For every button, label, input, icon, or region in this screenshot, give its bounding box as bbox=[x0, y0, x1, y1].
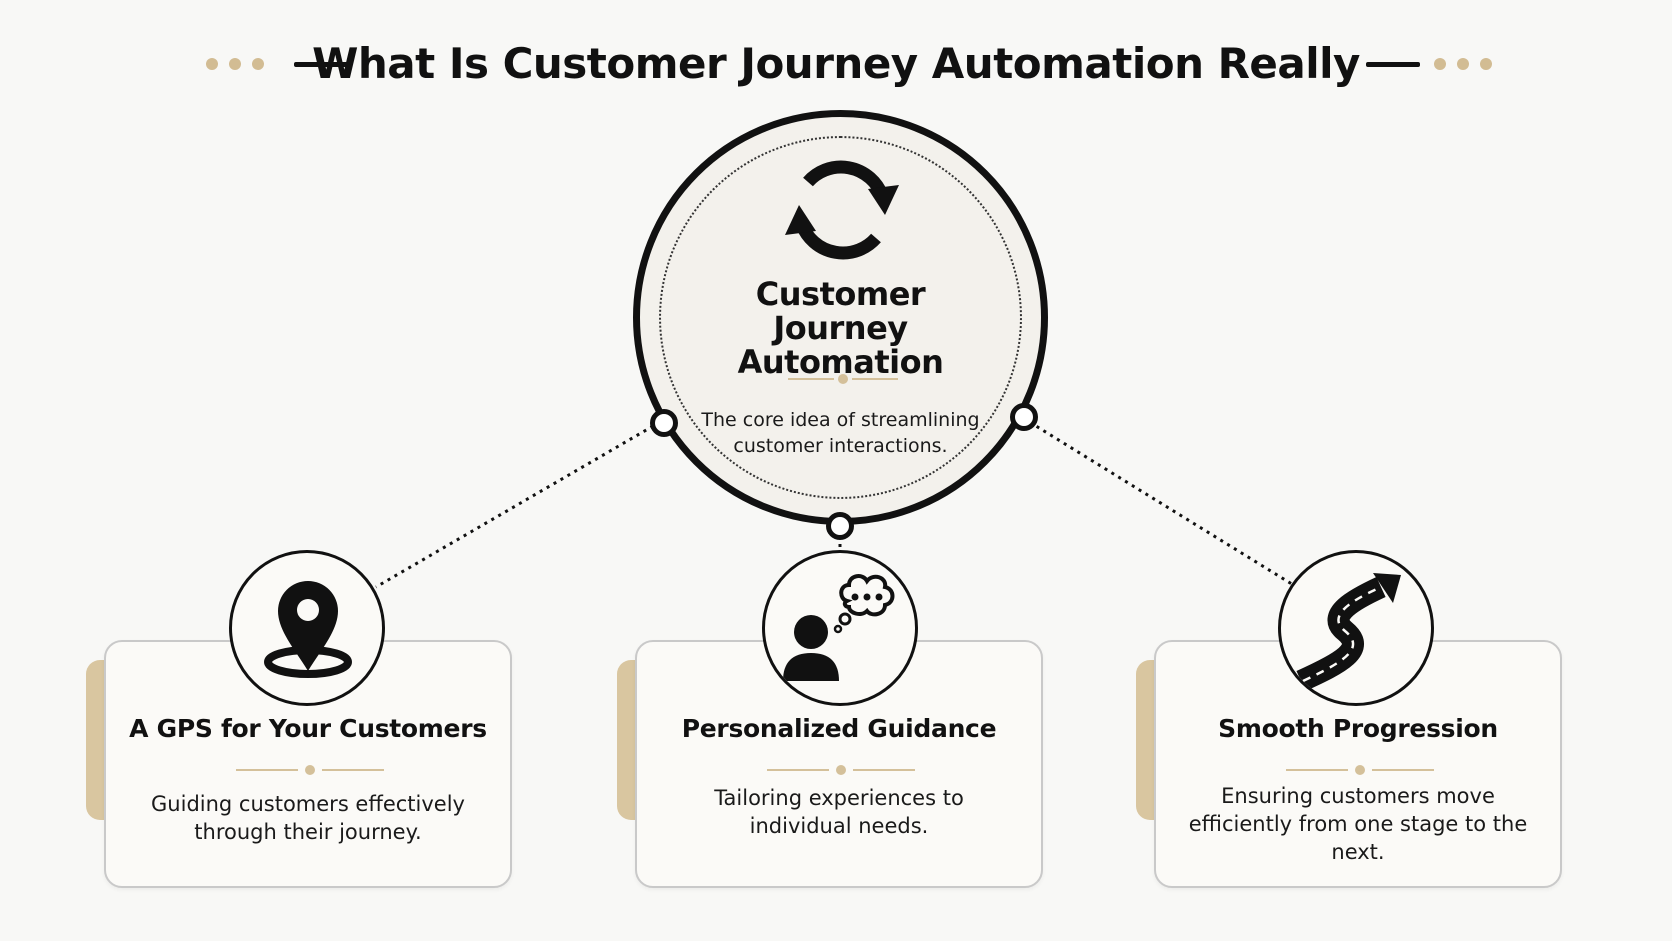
title-dots-left bbox=[206, 58, 264, 70]
winding-road-arrow-icon bbox=[1296, 573, 1401, 692]
card-personalized: Personalized Guidance Tailoring experien… bbox=[635, 640, 1043, 888]
core-dotted-ring bbox=[659, 136, 1022, 499]
title-dots-right bbox=[1434, 58, 1492, 70]
core-title: Customer Journey Automation bbox=[660, 277, 1021, 379]
card-title: Personalized Guidance bbox=[681, 714, 997, 743]
page-title: What Is Customer Journey Automation Real… bbox=[312, 39, 1360, 88]
title-dash-right bbox=[1366, 62, 1420, 67]
refresh-cycle-icon bbox=[785, 160, 899, 260]
card-title: A GPS for Your Customers bbox=[129, 714, 487, 743]
core-title-line: Journey bbox=[773, 309, 908, 347]
card-separator bbox=[767, 764, 915, 776]
core-description: The core idea of streamlining customer i… bbox=[701, 409, 980, 457]
title-dash-left bbox=[294, 62, 348, 67]
connector-node-bottom bbox=[826, 512, 854, 540]
connector-left bbox=[375, 420, 661, 589]
person-thought-bubble-icon bbox=[783, 574, 895, 681]
card-description: Guiding customers effectively through th… bbox=[151, 792, 465, 844]
core-title-line: Customer bbox=[755, 275, 926, 313]
connector-right bbox=[1022, 416, 1296, 588]
card-icon-circle bbox=[1278, 550, 1434, 706]
core-title-line: Automation bbox=[737, 343, 944, 381]
core-concept-circle: Customer Journey Automation The core ide… bbox=[633, 110, 1048, 525]
card-title: Smooth Progression bbox=[1218, 714, 1498, 743]
connector-node-right bbox=[1010, 403, 1038, 431]
map-pin-icon bbox=[264, 581, 352, 678]
card-separator bbox=[236, 764, 384, 776]
connector-node-left bbox=[650, 409, 678, 437]
card-icon-circle bbox=[229, 550, 385, 706]
card-description: Ensuring customers move efficiently from… bbox=[1188, 784, 1528, 864]
card-separator bbox=[1286, 764, 1434, 776]
card-description: Tailoring experiences to individual need… bbox=[714, 786, 964, 838]
core-separator bbox=[788, 373, 898, 385]
card-icon-circle bbox=[762, 550, 918, 706]
